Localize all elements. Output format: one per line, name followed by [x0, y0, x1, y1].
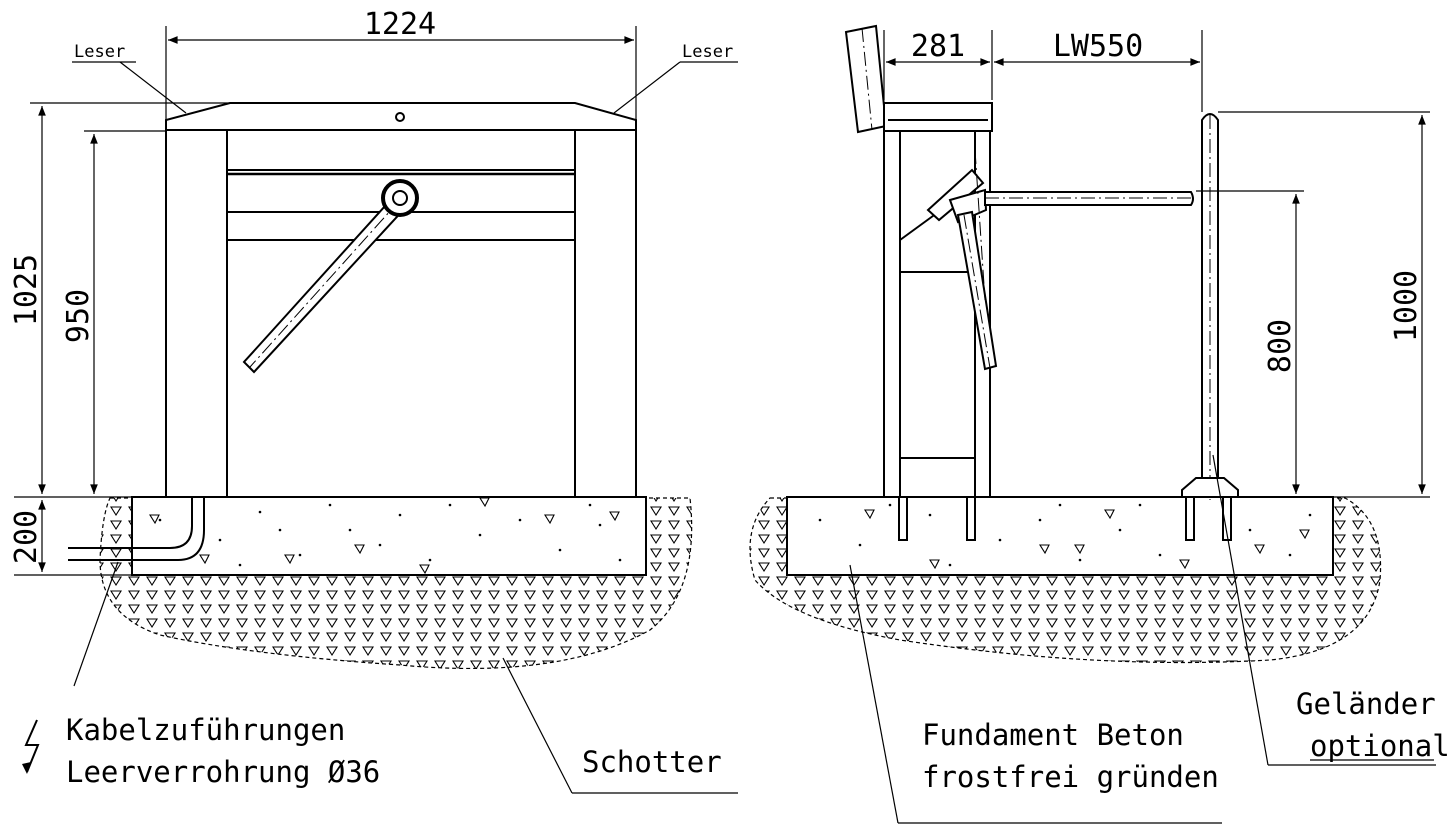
- reader-label-left: Leser: [74, 42, 125, 62]
- front-view: 1224 1025 950 200 Leser Leser Kabelzufüh…: [9, 7, 738, 794]
- dim-width-front: 1224: [364, 7, 436, 42]
- card-reader: [844, 24, 888, 134]
- foundation-label-line2: frostfrei gründen: [922, 760, 1219, 794]
- cable-label-line1: Kabelzuführungen: [66, 713, 345, 747]
- railing-label-line2: optional: [1310, 729, 1450, 763]
- turnstile-arm-front: [242, 193, 408, 374]
- dim-height-total-front: 1025: [9, 254, 44, 326]
- dim-height-arm-side: 800: [1263, 319, 1298, 373]
- foundation-right: [786, 496, 1334, 576]
- foundation-left: [131, 496, 647, 576]
- concrete-speckle-right: [818, 503, 1312, 567]
- dim-depth-side: 281: [911, 29, 965, 64]
- railing-base: [1181, 477, 1239, 498]
- pillar-right: [574, 129, 637, 498]
- foundation-label-line1: Fundament Beton: [922, 718, 1184, 752]
- reader-cover: [165, 102, 637, 131]
- cabinet-top: [883, 102, 993, 132]
- gravel-label: Schotter: [582, 745, 722, 779]
- concrete-speckle-left: [158, 503, 622, 567]
- concrete-aggregate-left: [149, 497, 620, 575]
- dim-passage-width: LW550: [1053, 29, 1143, 64]
- concrete-aggregate-right: [864, 509, 1310, 570]
- cable-label-line2: Leerverrohrung Ø36: [66, 755, 380, 789]
- dim-height-railing: 1000: [1389, 270, 1424, 342]
- pillar-left: [165, 129, 228, 498]
- railing-label-line1: Geländer: [1296, 687, 1436, 721]
- side-view: 281 LW550 800 1000 Fundament Beton frost…: [749, 24, 1450, 824]
- lightning-bolt-icon: [24, 719, 40, 773]
- dim-foundation-depth: 200: [9, 510, 44, 564]
- dim-height-arm-front: 950: [61, 289, 96, 343]
- conduit-pipe: [68, 480, 193, 549]
- turnstile-hub-side: [926, 168, 985, 222]
- reader-label-right: Leser: [682, 42, 733, 62]
